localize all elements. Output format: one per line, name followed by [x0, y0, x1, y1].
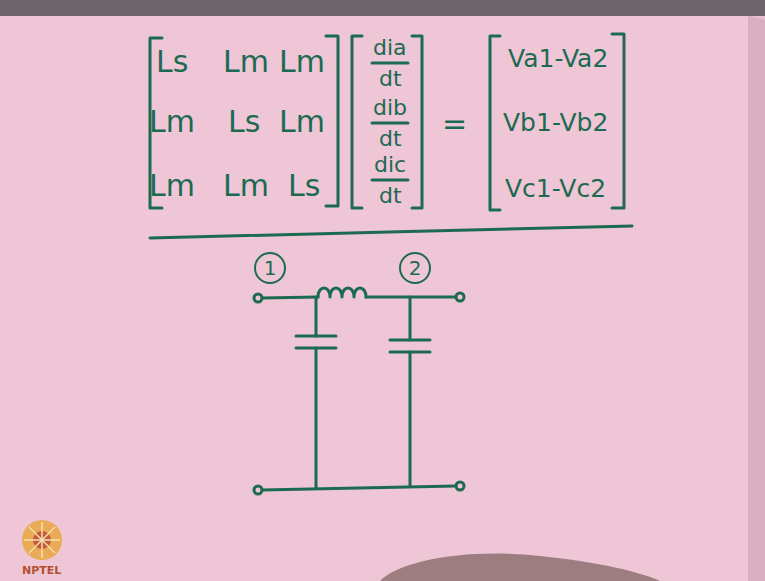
- paper-stack: [748, 16, 765, 581]
- matrix-entry: Lm: [223, 171, 269, 201]
- derivative-denominator: dt: [379, 128, 402, 150]
- voltage-difference: Vc1-Vc2: [505, 176, 606, 201]
- matrix-entry: Ls: [156, 47, 188, 77]
- logo-text: NPTEL: [22, 565, 61, 576]
- matrix-entry: Lm: [149, 171, 195, 201]
- equals-sign: =: [442, 109, 467, 139]
- matrix-entry: Lm: [279, 107, 325, 137]
- matrix-entry: Ls: [228, 107, 260, 137]
- matrix-entry: Lm: [223, 47, 269, 77]
- terminal-number: 2: [409, 258, 422, 278]
- terminal-number: 1: [264, 258, 277, 278]
- terminal-number-circle: 1: [254, 252, 286, 284]
- paper: [0, 16, 748, 581]
- voltage-difference: Vb1-Vb2: [503, 110, 608, 135]
- nptel-logo: [22, 520, 62, 560]
- matrix-entry: Lm: [149, 107, 195, 137]
- derivative-denominator: dt: [379, 185, 402, 207]
- top-edge: [0, 0, 765, 16]
- derivative-denominator: dt: [379, 68, 402, 90]
- voltage-difference: Va1-Va2: [508, 46, 608, 71]
- derivative-numerator: dia: [373, 37, 407, 59]
- terminal-number-circle: 2: [399, 252, 431, 284]
- matrix-entry: Ls: [288, 171, 320, 201]
- matrix-entry: Lm: [279, 47, 325, 77]
- derivative-numerator: dib: [373, 97, 407, 119]
- derivative-numerator: dic: [374, 154, 406, 176]
- hand-shadow: [380, 554, 660, 581]
